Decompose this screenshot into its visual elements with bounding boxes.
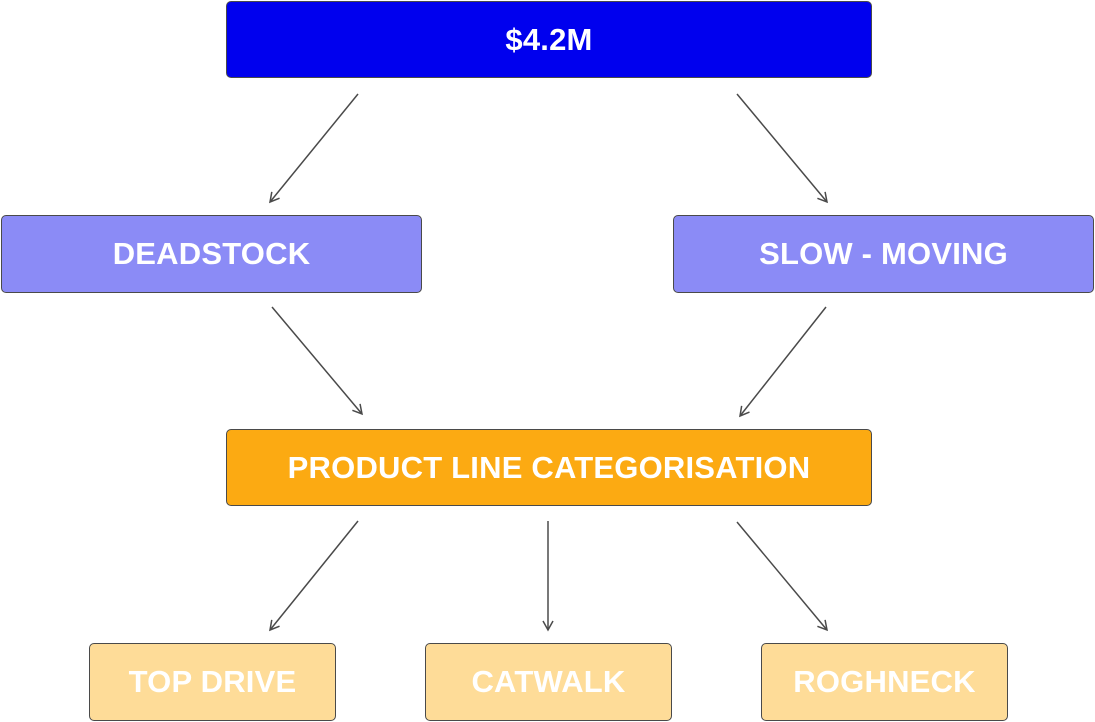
root-node: $4.2M: [226, 1, 872, 78]
categorisation-node-label: PRODUCT LINE CATEGORISATION: [287, 449, 811, 485]
root-node-label: $4.2M: [505, 21, 593, 57]
roghneck-node-label: ROGHNECK: [793, 664, 976, 699]
top-drive-node: TOP DRIVE: [89, 643, 336, 721]
deadstock-node: DEADSTOCK: [1, 215, 422, 293]
slow-moving-node-label: SLOW - MOVING: [759, 236, 1008, 271]
arrow-slow-moving-to-categorisation: [739, 306, 827, 418]
arrow-root-to-deadstock: [269, 93, 359, 204]
roghneck-node: ROGHNECK: [761, 643, 1008, 721]
deadstock-node-label: DEADSTOCK: [112, 236, 311, 271]
arrow-categorisation-to-roghneck: [736, 521, 828, 632]
catwalk-node: CATWALK: [425, 643, 672, 721]
slow-moving-node: SLOW - MOVING: [673, 215, 1094, 293]
arrow-root-to-slow-moving: [736, 93, 828, 204]
arrow-categorisation-to-top-drive: [269, 520, 359, 632]
top-drive-node-label: TOP DRIVE: [128, 664, 297, 699]
categorisation-node: PRODUCT LINE CATEGORISATION: [226, 429, 872, 506]
catwalk-node-label: CATWALK: [471, 664, 626, 699]
arrow-deadstock-to-categorisation: [271, 306, 363, 416]
